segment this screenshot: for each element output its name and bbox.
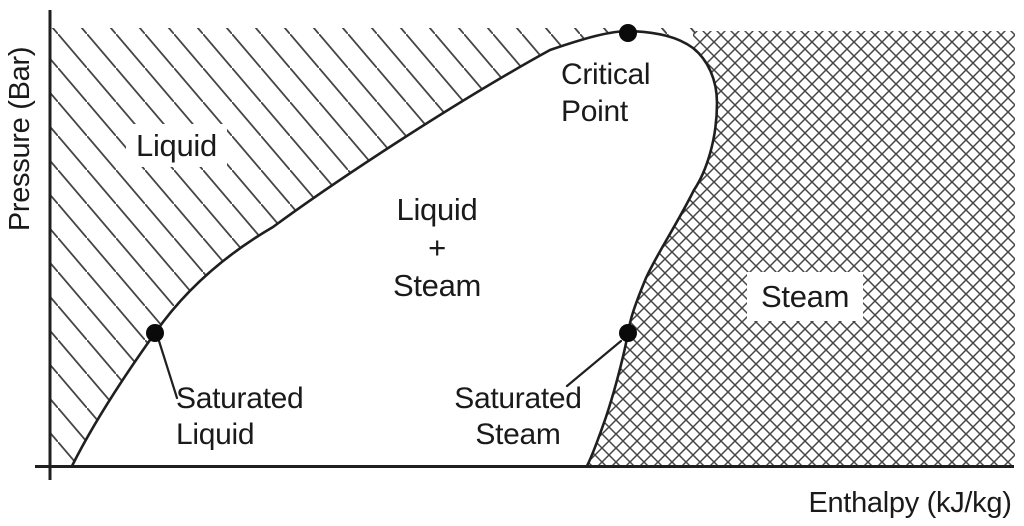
- saturated-liquid-label: Saturated Liquid: [176, 381, 304, 453]
- liquid-region-label: Liquid: [126, 124, 227, 168]
- critical-point-label-line1: Critical: [561, 58, 651, 91]
- y-axis-label: Pressure (Bar): [4, 46, 36, 232]
- saturated-liquid-leader-line: [157, 339, 179, 400]
- saturated-steam-leader-line: [565, 339, 623, 388]
- two-phase-label-line3: Steam: [392, 268, 482, 303]
- saturated-steam-label-line2: Steam: [475, 418, 561, 451]
- critical-point-label: Critical Point: [561, 56, 651, 130]
- two-phase-label-line1: Liquid: [396, 192, 478, 227]
- two-phase-label-line2: +: [428, 230, 446, 265]
- steam-region-label: Steam: [747, 272, 864, 322]
- saturated-liquid-dot: [146, 324, 164, 342]
- saturated-steam-label: Saturated Steam: [454, 381, 582, 453]
- x-axis-label: Enthalpy (kJ/kg): [808, 487, 1012, 519]
- saturated-liquid-label-line1: Saturated: [176, 382, 304, 415]
- saturated-steam-dot: [619, 324, 637, 342]
- critical-point-label-line2: Point: [561, 95, 628, 128]
- saturated-liquid-label-line2: Liquid: [176, 418, 255, 451]
- two-phase-region-label: Liquid + Steam: [393, 191, 481, 305]
- critical-point-dot: [619, 24, 637, 42]
- saturated-steam-label-line1: Saturated: [454, 382, 582, 415]
